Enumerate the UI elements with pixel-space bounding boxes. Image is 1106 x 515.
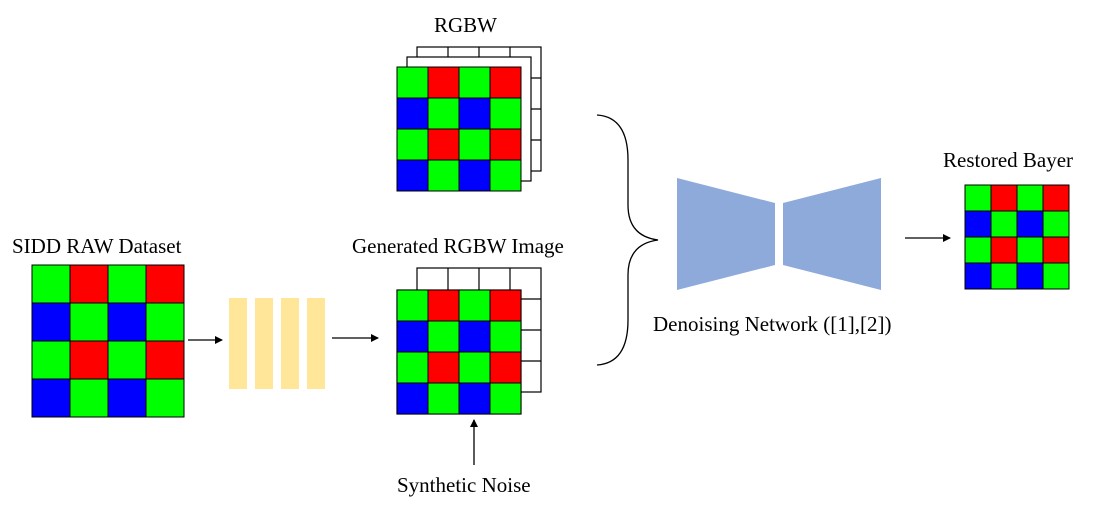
cell-green [427,159,460,192]
cell-blue [458,320,491,353]
cell-green [489,159,522,192]
cell-red [427,351,460,384]
synthetic-noise-label: Synthetic Noise [397,473,531,497]
rgbw-top-grid [396,66,522,192]
cell-green [396,289,429,322]
cell-green [489,97,522,130]
cell-red [427,66,460,99]
cell-blue [1016,210,1044,238]
cell-blue [1016,262,1044,290]
cell-red [145,264,185,304]
cell-green [458,128,491,161]
pipeline-bar-4 [307,298,325,389]
cell-blue [396,97,429,130]
cell-red [990,184,1018,212]
network-encoder [677,178,775,290]
cell-green [1016,236,1044,264]
cell-blue [964,210,992,238]
cell-blue [396,382,429,415]
cell-green [107,340,147,380]
cell-green [1042,262,1070,290]
cell-green [964,184,992,212]
cell-red [69,340,109,380]
pipeline-bar-1 [229,298,247,389]
cell-green [69,378,109,418]
cell-red [489,351,522,384]
cell-green [427,97,460,130]
cell-blue [396,159,429,192]
generated-rgbw-grid [396,289,522,415]
cell-blue [458,159,491,192]
cell-green [145,302,185,342]
cell-red [427,289,460,322]
cell-green [1042,210,1070,238]
pipeline-bar-3 [281,298,299,389]
denoising-network-shape [677,178,881,290]
cell-green [107,264,147,304]
merge-brace [596,114,659,366]
cell-green [458,289,491,322]
sidd-raw-grid [31,264,185,418]
sidd-dataset-title: SIDD RAW Dataset [12,234,182,258]
cell-green [396,128,429,161]
cell-red [489,66,522,99]
cell-green [427,320,460,353]
rgbw-top-stack [396,46,542,192]
restored-bayer-title: Restored Bayer [943,148,1074,172]
cell-green [396,351,429,384]
cell-green [990,210,1018,238]
cell-blue [964,262,992,290]
rgbw-title: RGBW [434,13,497,37]
cell-blue [31,302,71,342]
cell-red [489,289,522,322]
cell-green [489,382,522,415]
cell-green [964,236,992,264]
cell-green [69,302,109,342]
cell-green [489,320,522,353]
cell-green [458,351,491,384]
cell-red [990,236,1018,264]
cell-red [489,128,522,161]
cell-green [396,66,429,99]
restored-bayer-grid [964,184,1070,290]
network-decoder [783,178,881,290]
cell-green [145,378,185,418]
cell-red [1042,236,1070,264]
cell-green [458,66,491,99]
cell-green [31,264,71,304]
cell-red [145,340,185,380]
denoising-network-label: Denoising Network ([1],[2]) [653,312,892,336]
cell-blue [31,378,71,418]
cell-blue [458,382,491,415]
cell-blue [107,378,147,418]
pipeline-bars [229,298,325,389]
cell-blue [396,320,429,353]
cell-blue [458,97,491,130]
cell-green [990,262,1018,290]
generated-rgbw-stack [396,267,542,415]
cell-green [1016,184,1044,212]
cell-red [1042,184,1070,212]
cell-red [69,264,109,304]
cell-green [427,382,460,415]
pipeline-bar-2 [255,298,273,389]
cell-blue [107,302,147,342]
generated-rgbw-title: Generated RGBW Image [352,234,564,258]
cell-green [31,340,71,380]
cell-red [427,128,460,161]
